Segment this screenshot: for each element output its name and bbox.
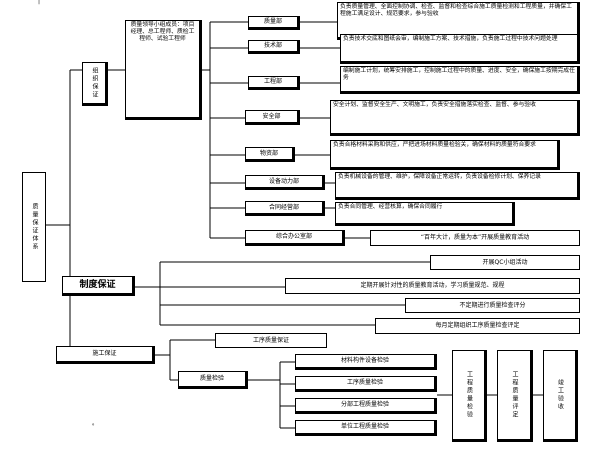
dept-materials: 物资部 (245, 147, 295, 162)
inspect-materials: 材料构件设备检验 (295, 354, 437, 370)
dept-safety-desc: 安全计划、监督安全生产、文明施工，负责安全措施落实检查、监督、参与验收 (330, 100, 580, 136)
process-quality-box: 工序质量保证 (215, 333, 327, 348)
inspect-subdivision: 分部工程质量检验 (295, 398, 437, 414)
stage-quality-inspection: 工程质量检验 (452, 350, 487, 442)
dept-engineering-desc: 编制施工计划，统筹安排施工，控制施工过程中的质量、进度、安全，确保施工按期完成任… (340, 66, 580, 94)
dept-contracts: 合同经营部 (245, 201, 325, 216)
inspect-unit: 单位工程质量检验 (295, 420, 437, 436)
footnote-mark: 。 (92, 420, 99, 427)
dept-engineering: 工程部 (248, 76, 300, 90)
system-item-inspection: 不定期进行质量检查评分 (405, 298, 580, 313)
dept-technology-desc: 负责技术交底和图纸会审，编制施工方案、技术措施，负责施工过程中技术问题处理 (340, 34, 580, 64)
stage-quality-evaluation: 工程质量评定 (497, 350, 533, 442)
system-item-monthly-review: 每月定期组织工序质量检查评定 (375, 318, 580, 334)
system-guarantee-box: 制度保证 (62, 276, 135, 296)
dept-technology: 技术部 (248, 40, 300, 54)
system-item-education: 定期开展针对性的质量教育活动，学习质量规范、规程 (285, 278, 580, 294)
stage-completion-acceptance: 竣工验收 (543, 350, 578, 442)
dept-office-desc: “百年大计，质量为本”开展质量教育活动 (370, 230, 580, 246)
construction-guarantee-box: 施工保证 (56, 346, 155, 364)
leadership-group-box: 质量领导小组成员：项目经理、总工程师、质检工程师、试验工程师 (125, 20, 202, 120)
dept-quality: 质量部 (248, 16, 300, 30)
quality-inspection-box: 质量检验 (178, 371, 248, 389)
org-guarantee-box: 组织保证 (82, 62, 108, 106)
inspect-process: 工序质量检验 (295, 376, 437, 392)
corner-mark: | (38, 0, 41, 5)
dept-equipment-desc: 负责机械设备的管理、维护，保障设备正常运转，负责设备检修计划、保养记录 (335, 172, 580, 200)
dept-office: 综合办公室部 (245, 230, 345, 246)
root-system-box: 质量保证体系 (22, 172, 46, 282)
system-item-qc: 开展QC小组活动 (430, 255, 580, 270)
dept-safety: 安全部 (245, 110, 300, 125)
dept-equipment: 设备动力部 (245, 175, 325, 190)
dept-materials-desc: 负责合格材料采购和供应，严把进场材料质量检验关，确保材料的质量符合要求 (330, 140, 560, 170)
dept-contracts-desc: 负责合同管理、经营核算，确保合同履行 (335, 202, 515, 226)
